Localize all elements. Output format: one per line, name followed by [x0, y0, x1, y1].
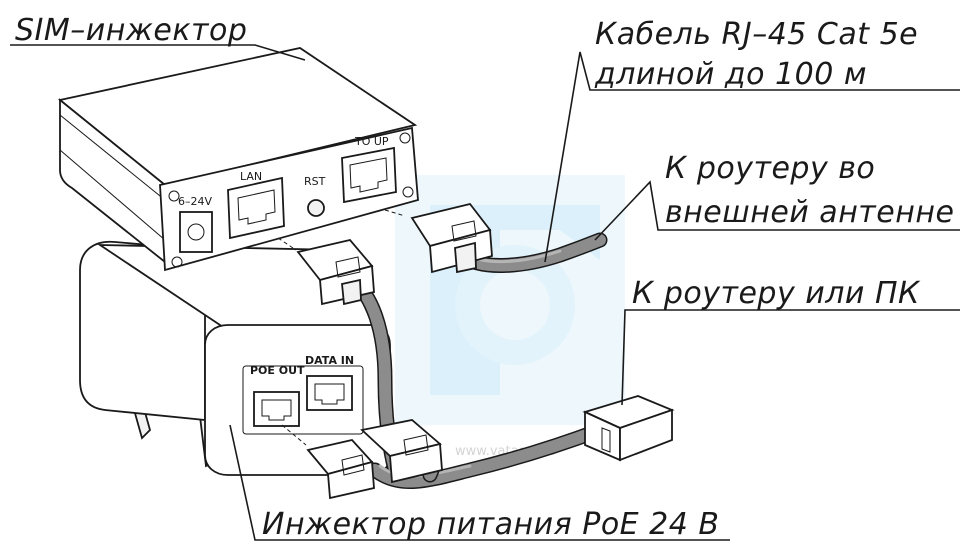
- to-up-port[interactable]: [341, 146, 397, 204]
- reset-label: RST: [304, 175, 326, 188]
- rj45-connector-data-in: [360, 419, 443, 484]
- power-jack[interactable]: [179, 211, 213, 253]
- label-external-line2: внешней антенне: [665, 195, 954, 230]
- lan-port[interactable]: [227, 176, 285, 240]
- data-in-port[interactable]: [306, 375, 353, 411]
- label-cable-line1: Кабель RJ–45 Cat 5e: [595, 17, 918, 52]
- label-sim-injector: SIM–инжектор: [15, 13, 247, 48]
- label-cable-line2: длиной до 100 м: [594, 57, 867, 92]
- label-router-pc: К роутеру или ПК: [632, 276, 921, 311]
- leader-router-pc: [621, 309, 960, 406]
- screw-icon: [399, 132, 411, 144]
- poe-out-label: POE OUT: [250, 364, 305, 377]
- rj45-connector-poe-out: [306, 439, 375, 500]
- reset-button[interactable]: [307, 199, 325, 217]
- sim-injector-side: [59, 98, 166, 264]
- leader-external-antenna: [594, 180, 960, 241]
- leader-cable: [544, 51, 960, 263]
- screw-icon: [402, 186, 414, 198]
- leader-sim-injector: [10, 44, 306, 61]
- rj45-connector-router-pc: [582, 395, 675, 462]
- rj45-connector-to-up: [410, 202, 493, 274]
- screw-icon: [168, 190, 180, 202]
- poe-out-port[interactable]: [253, 391, 300, 427]
- leader-poe-injector: [229, 424, 730, 541]
- label-poe-injector: Инжектор питания PoE 24 В: [262, 507, 719, 542]
- screw-icon: [171, 256, 183, 268]
- poe-port-panel: [242, 365, 364, 435]
- to-up-label: TO UP: [354, 135, 389, 148]
- label-external-line1: К роутеру во: [665, 151, 875, 186]
- sim-injector: 6–24V LAN RST TO UP: [57, 47, 419, 272]
- rj45-connector-lan: [296, 238, 375, 306]
- watermark-logo: [395, 175, 625, 425]
- lan-label: LAN: [240, 170, 262, 183]
- power-label: 6–24V: [178, 195, 212, 208]
- data-in-label: DATA IN: [305, 354, 354, 367]
